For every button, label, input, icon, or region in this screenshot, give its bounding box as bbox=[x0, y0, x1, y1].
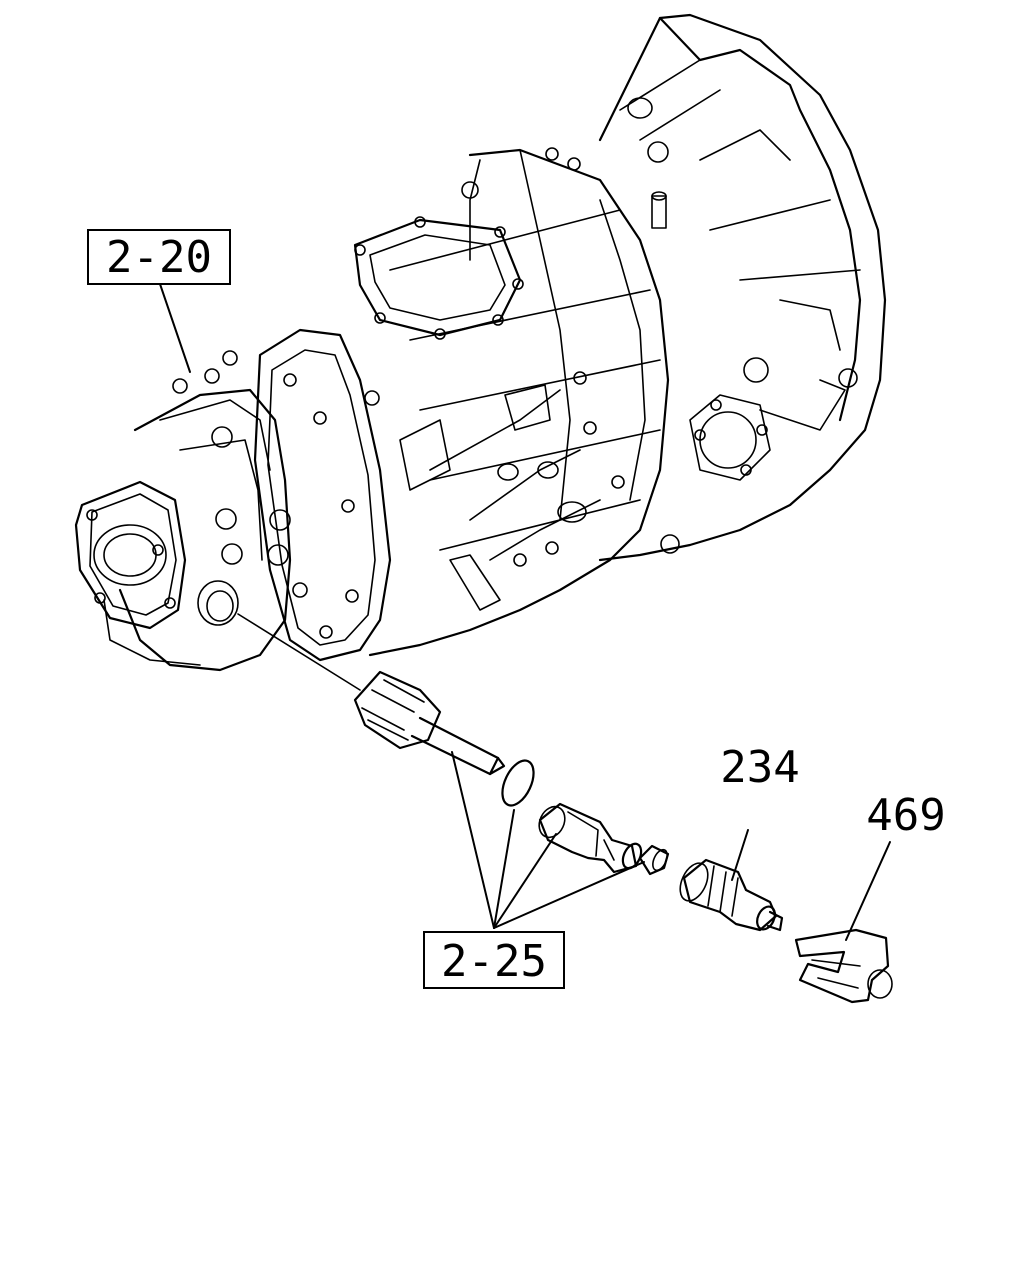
speedometer-sleeve bbox=[538, 802, 643, 874]
leader-2-25-bushing bbox=[493, 861, 645, 929]
callout-2-20-text: 2-20 bbox=[106, 232, 212, 283]
part-number-234: 234 bbox=[720, 742, 799, 793]
speed-sensor-part bbox=[679, 858, 784, 932]
callout-2-25-text: 2-25 bbox=[441, 936, 547, 987]
speedometer-driven-gear-group bbox=[237, 613, 535, 807]
leader-2-25-oring bbox=[493, 809, 515, 929]
transmission-assembly bbox=[74, 13, 887, 672]
leader-2-20 bbox=[159, 283, 191, 373]
leader-469 bbox=[845, 841, 891, 941]
leader-lines bbox=[159, 283, 891, 941]
mounting-bracket-part bbox=[794, 928, 893, 1004]
callout-2-20: 2-20 bbox=[87, 229, 231, 285]
leader-234 bbox=[731, 829, 749, 881]
speedometer-bushing bbox=[638, 844, 670, 876]
callout-2-25: 2-25 bbox=[423, 931, 565, 989]
part-number-469: 469 bbox=[866, 790, 945, 841]
leader-2-25-sleeve bbox=[493, 833, 557, 929]
leader-2-25-gear bbox=[451, 751, 495, 929]
